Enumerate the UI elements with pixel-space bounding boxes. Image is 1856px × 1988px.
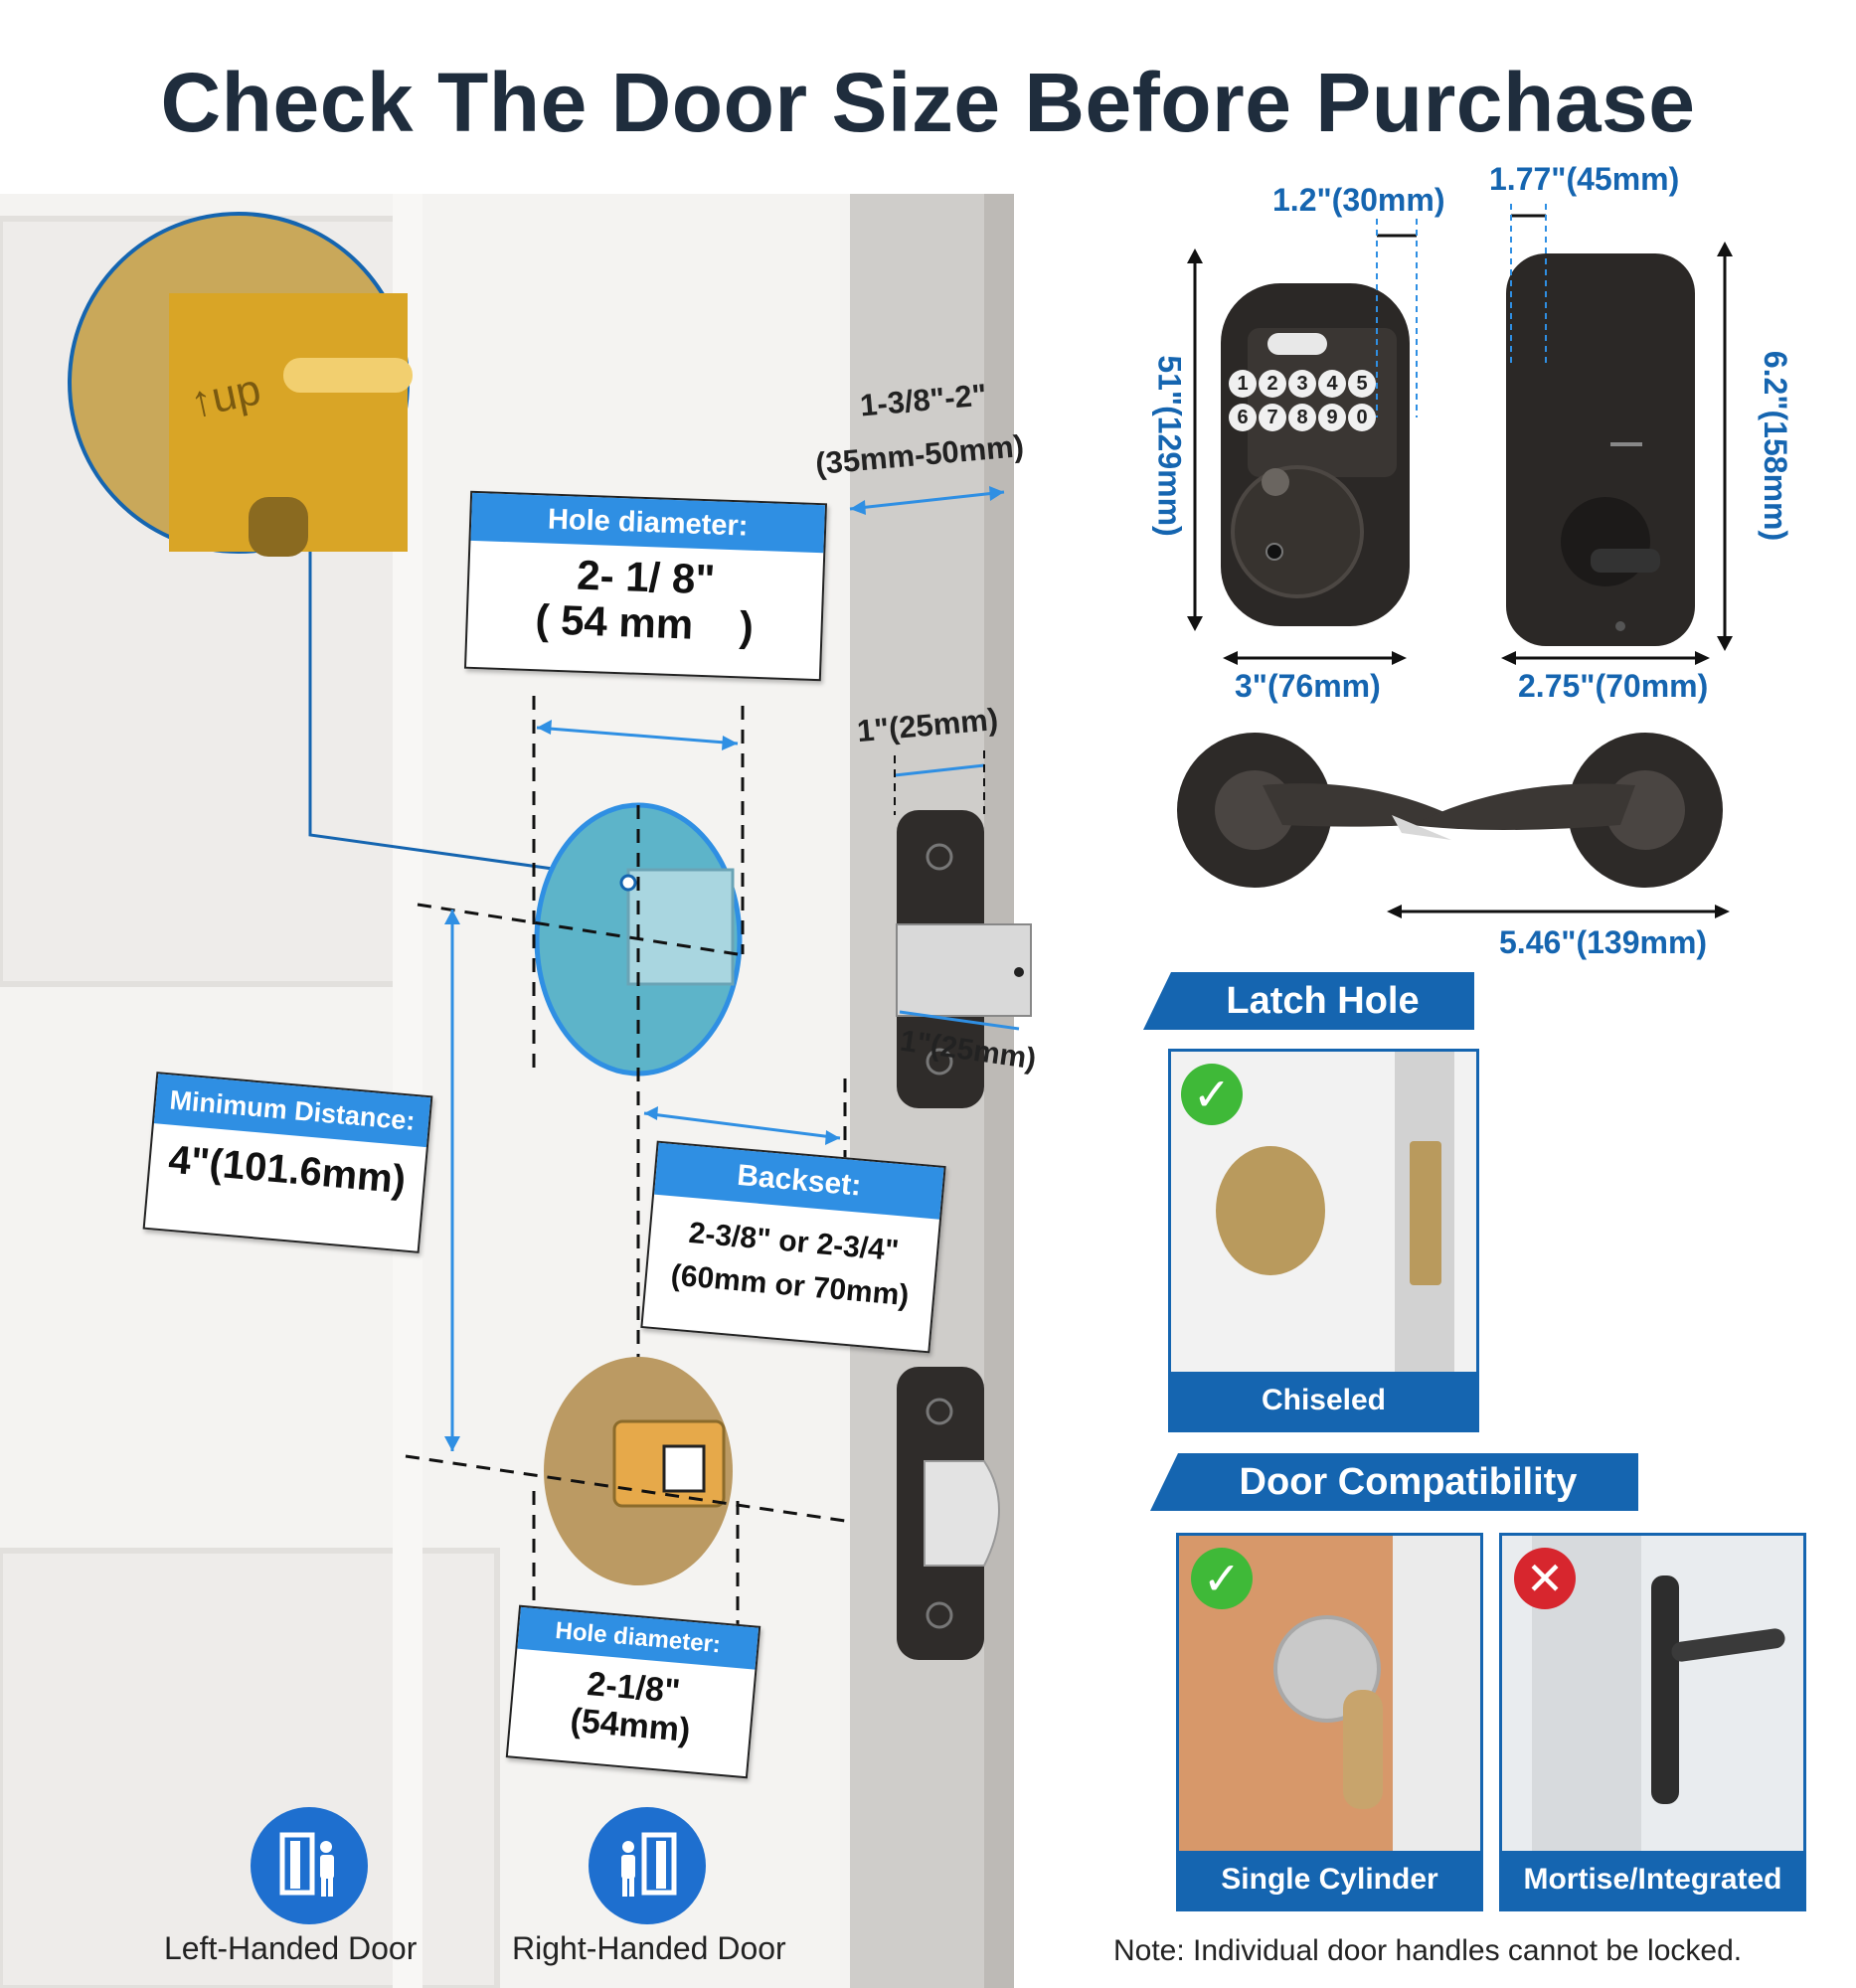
keypad-key: 7 <box>1259 404 1286 431</box>
header-tab <box>1150 1453 1178 1511</box>
mortise-panel: ✕ Mortise/Integrated <box>1499 1533 1806 1911</box>
left-handed-door-icon <box>251 1807 368 1924</box>
door-compat-header: Door Compatibility <box>1150 1453 1638 1511</box>
back-depth-label: 1.77"(45mm) <box>1489 161 1680 197</box>
keypad-key: 1 <box>1229 370 1257 398</box>
hole-diameter-card-bottom: Hole diameter: 2-1/8" (54mm) <box>505 1604 761 1779</box>
mortise-caption: Mortise/Integrated <box>1502 1851 1803 1908</box>
check-icon: ✓ <box>1191 1548 1253 1609</box>
latch-hole-header: Latch Hole <box>1143 972 1474 1030</box>
keypad-key: 0 <box>1348 404 1376 431</box>
door-compat-title: Door Compatibility <box>1239 1461 1578 1503</box>
keypad-row-1: 1 2 3 4 5 <box>1229 370 1378 398</box>
cross-icon: ✕ <box>1514 1548 1576 1609</box>
keypad-key: 2 <box>1259 370 1286 398</box>
front-height-label: 51"(129mm) <box>1151 355 1188 537</box>
keypad-key: 9 <box>1318 404 1346 431</box>
person-door-icon <box>621 1832 677 1897</box>
footer-note: Note: Individual door handles cannot be … <box>1113 1934 1743 1967</box>
latch-hole-title: Latch Hole <box>1226 980 1420 1022</box>
lever-handle <box>1670 1627 1786 1663</box>
bore-hole <box>1216 1146 1325 1275</box>
minimum-distance-card: Minimum Distance: 4"(101.6mm) <box>142 1072 433 1253</box>
mortise-plate <box>1651 1575 1679 1804</box>
keypad-row-2: 6 7 8 9 0 <box>1229 404 1378 431</box>
keypad-key: 6 <box>1229 404 1257 431</box>
keypad-key: 5 <box>1348 370 1376 398</box>
latch-hole-caption: Chiseled <box>1171 1372 1476 1429</box>
check-icon: ✓ <box>1181 1064 1243 1125</box>
keypad-key: 4 <box>1318 370 1346 398</box>
front-width-label: 3"(76mm) <box>1235 668 1381 704</box>
right-handed-door-label: Right-Handed Door <box>512 1930 786 1966</box>
page-title: Check The Door Size Before Purchase <box>160 56 1696 149</box>
back-height-label: 6.2"(158mm) <box>1758 350 1794 542</box>
keypad-key: 3 <box>1288 370 1316 398</box>
chisel-recess <box>1410 1141 1441 1285</box>
header-tab <box>1143 972 1171 1030</box>
latch-hole-panel: ✓ Chiseled <box>1168 1049 1479 1432</box>
right-handed-door-icon <box>589 1807 706 1924</box>
left-handed-door-label: Left-Handed Door <box>164 1930 418 1966</box>
single-cylinder-panel: ✓ Single Cylinder <box>1176 1533 1483 1911</box>
backset-card: Backset: 2-3/8" or 2-3/4" (60mm or 70mm) <box>640 1140 946 1354</box>
hole-diameter-card-top: Hole diameter: 2- 1/ 8" ( 54 mm ) <box>463 490 828 682</box>
door-person-icon <box>279 1832 334 1897</box>
single-cylinder-caption: Single Cylinder <box>1179 1851 1480 1908</box>
lever-width-label: 5.46"(139mm) <box>1499 924 1708 960</box>
keypad-key: 8 <box>1288 404 1316 431</box>
door-frame <box>1393 1536 1480 1851</box>
back-width-label: 2.75"(70mm) <box>1518 668 1709 704</box>
card-header: Hole diameter: <box>470 492 825 554</box>
front-depth-label: 1.2"(30mm) <box>1272 182 1445 218</box>
key <box>1343 1690 1383 1809</box>
